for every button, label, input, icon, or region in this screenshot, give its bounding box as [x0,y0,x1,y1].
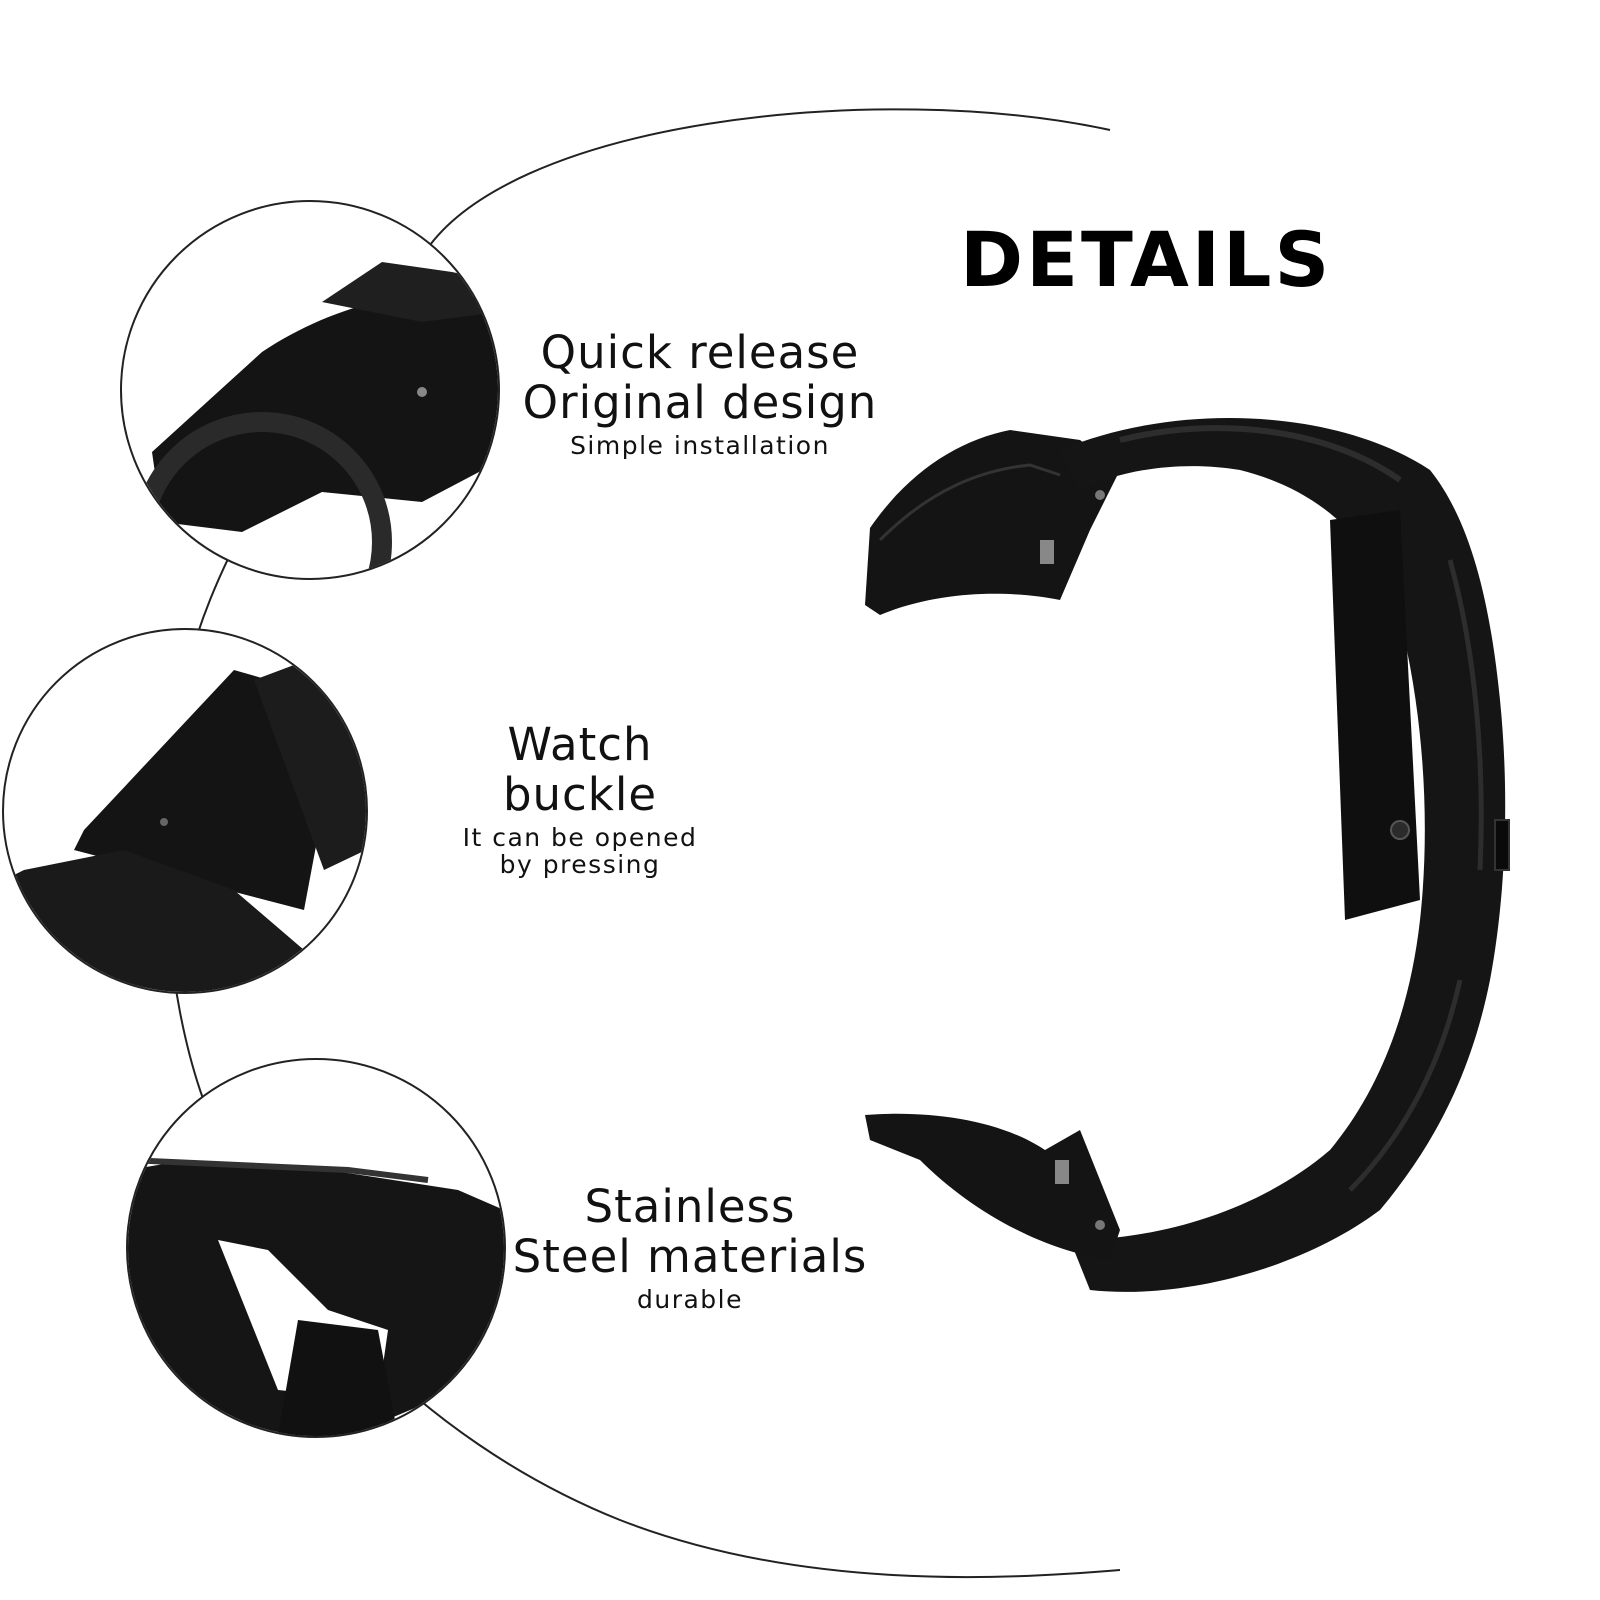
detail-circle-stainless-steel [126,1058,506,1438]
feature-stainless-steel: Stainless Steel materials durable [470,1180,910,1314]
feature-subtitle: It can be opened by pressing [462,823,698,879]
feature-title-line2: buckle [502,768,658,821]
feature-title-line1: Stainless [584,1180,796,1233]
feature-subtitle: Simple installation [570,431,830,460]
feature-title-line2: Original design [522,376,878,429]
top-lug [865,430,1120,615]
feature-title-line1: Watch [507,718,653,771]
feature-quick-release: Quick release Original design Simple ins… [480,326,920,460]
clasp-plate [1330,510,1510,920]
detail-circle-quick-release [120,200,500,580]
feature-watch-buckle: Watch buckle It can be opened by pressin… [390,718,770,879]
quick-release-closeup-icon [132,262,498,578]
feature-title-line2: Steel materials [512,1230,868,1283]
band-links [1060,417,1506,1292]
buckle-closeup-icon [4,650,366,992]
page-title: DETAILS [960,215,1333,304]
feature-subtitle: durable [636,1285,743,1314]
detail-circle-buckle [2,628,368,994]
feature-title-line1: Quick release [540,326,860,379]
steel-links-closeup-icon [128,1157,504,1436]
bottom-lug [865,1113,1120,1260]
